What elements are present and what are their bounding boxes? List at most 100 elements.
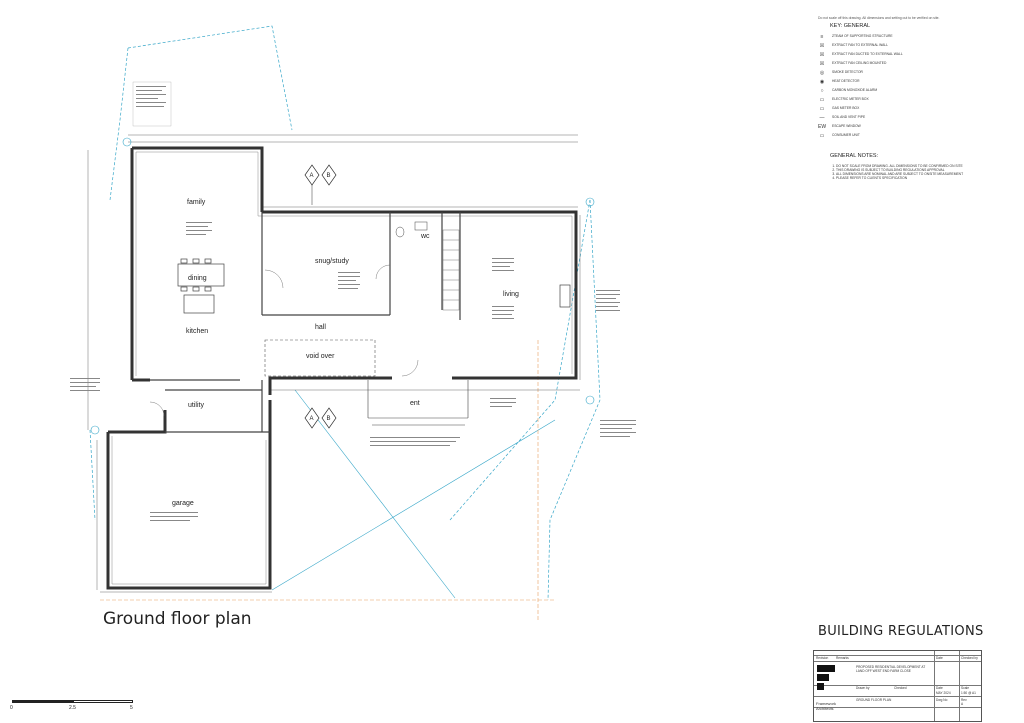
scale-tick-1: 2.5 (69, 705, 76, 711)
section-marker-b-bottom: B (327, 416, 331, 422)
tb-scale-label: Scale (961, 686, 969, 690)
key-header: KEY: GENERAL (830, 23, 871, 30)
key-item-text: EXTRACT FAN TO EXTERNAL WALL (832, 43, 888, 48)
key-list: ≡ ZTEAM OF SUPPORTING STRUCTURE ☒ EXTRACT F… (818, 34, 998, 139)
section-marker-bottom (304, 407, 337, 429)
general-notes: GENERAL NOTES: DO NOT SCALE FROM DRAWING… (818, 153, 998, 180)
tb-project: PROPOSED RESIDENTIAL DEVELOPMENT AT LAND… (856, 665, 926, 673)
key-item: ☒ EXTRACT FAN TO EXTERNAL WALL (818, 43, 998, 49)
annotation-text-bars (70, 86, 636, 521)
tb-checked-label: Checked (894, 686, 907, 690)
tb-rev-label: Rev (961, 698, 967, 702)
key-item-text: HEAT DETECTOR (832, 79, 860, 84)
key-item-text: CARBON MONOXIDE ALARM (832, 88, 878, 93)
key-item: ≡ ZTEAM OF SUPPORTING STRUCTURE (818, 34, 998, 40)
key-item: ◎ SMOKE DETECTOR (818, 70, 998, 76)
room-label-garage: garage (172, 500, 194, 507)
site-boundary (89, 25, 601, 601)
general-note-item: DO NOT SCALE FROM DRAWING. ALL DIMENSION… (836, 164, 998, 168)
key-symbol-icon: ▭ (819, 106, 825, 113)
key-symbol-icon: ≡ (820, 34, 824, 41)
key-symbol-icon: ▭ (819, 97, 825, 104)
fireplace (559, 284, 571, 308)
room-label-hall: hall (315, 324, 326, 331)
key-item-text: EXTRACT FAN DUCTED TO EXTERNAL WALL (832, 52, 903, 57)
door-swings (149, 264, 419, 417)
drawing-stage: BUILDING REGULATIONS (818, 624, 984, 639)
scale-tick-0: 0 (10, 705, 13, 711)
general-notes-header: GENERAL NOTES: (830, 153, 879, 160)
tb-date-label: Date (936, 686, 943, 690)
tb-date: MAY 2024 (936, 691, 951, 695)
room-label-dining: dining (188, 275, 207, 282)
room-label-utility: utility (188, 402, 204, 409)
key-item-text: ESCAPE WINDOW (832, 124, 861, 129)
room-label-family: family (187, 199, 206, 206)
company-logo (817, 665, 835, 691)
key-item: ☒ EXTRACT FAN CEILING MOUNTED (818, 61, 998, 67)
key-item-text: EXTRACT FAN CEILING MOUNTED (832, 61, 887, 66)
key-symbol-icon: ◎ (819, 70, 825, 77)
general-notes-list: DO NOT SCALE FROM DRAWING. ALL DIMENSION… (836, 164, 998, 180)
internal-walls (150, 212, 461, 433)
room-label-void: void over (306, 353, 335, 360)
key-panel: Do not scale off this drawing. All dimen… (818, 16, 998, 180)
wc-fittings (395, 221, 428, 238)
room-label-ent: ent (410, 400, 420, 407)
general-note-item: THIS DRAWING IS SUBJECT TO BUILDING REGU… (836, 168, 998, 172)
key-symbol-icon: ☒ (819, 52, 825, 59)
general-note-item: ALL DIMENSIONS ARE NOMINAL AND ARE SUBJE… (836, 172, 998, 176)
room-label-kitchen: kitchen (186, 328, 208, 335)
tb-rev: A (961, 702, 964, 706)
room-label-snug: snug/study (315, 258, 349, 265)
key-item-text: ELECTRIC METER BOX (832, 97, 869, 102)
kitchen-island (183, 294, 215, 314)
room-label-wc: wc (420, 233, 430, 240)
section-marker-b-top: B (327, 173, 331, 179)
void-over-outline (264, 339, 376, 377)
key-item: EW ESCAPE WINDOW (818, 124, 998, 130)
dimension-lines (87, 134, 581, 593)
tb-scale: 1:50 @ A1 (961, 691, 976, 695)
section-marker-a-top: A (310, 173, 314, 179)
key-item: —SOIL AND VENT PIPE (818, 115, 998, 121)
dining-table (177, 258, 225, 292)
key-item: ▭ ELECTRIC METER BOX (818, 97, 998, 103)
orange-setting-lines (100, 340, 555, 620)
tb-dwg-label: Dwg No (936, 698, 948, 702)
section-marker-top (304, 164, 337, 205)
grid-markers (90, 137, 595, 435)
key-intro-note: Do not scale off this drawing. All dimen… (818, 16, 940, 20)
key-symbol-icon: ☒ (819, 43, 825, 50)
drawing-title: Ground floor plan (103, 609, 252, 629)
key-item-text: SMOKE DETECTOR (832, 70, 863, 75)
room-label-living: living (503, 291, 519, 298)
tb-drawn-by-label: Drawn by (856, 686, 870, 690)
key-symbol-icon: ☒ (819, 61, 825, 68)
tb-checked-col-label: Checked by (961, 656, 978, 660)
diagonal-boundary (271, 389, 556, 599)
key-item-text: ZTEAM OF SUPPORTING STRUCTURE (832, 34, 893, 39)
general-note-item: PLEASE REFER TO CLIENTS SPECIFICATION (836, 176, 998, 180)
external-walls (106, 146, 578, 590)
tb-drawing-title: GROUND FLOOR PLAN (856, 698, 892, 702)
key-symbol-icon: ○ (820, 88, 824, 95)
key-symbol-icon: EW (818, 124, 827, 131)
key-item: ☒ EXTRACT FAN DUCTED TO EXTERNAL WALL (818, 52, 998, 58)
scale-bar: 0 2.5 5 (10, 700, 134, 712)
key-item: ▭CONSUMER UNIT (818, 133, 998, 139)
stair (442, 229, 460, 311)
key-symbol-icon: — (819, 115, 825, 122)
wall-hatch (111, 151, 573, 585)
title-block: Revision Remarks Date Checked by Framewo… (813, 650, 982, 722)
key-symbol-icon: ◉ (819, 79, 825, 86)
tb-date-col-label: Date (936, 656, 943, 660)
scale-tick-2: 5 (130, 705, 133, 711)
company-name: Framework Architects (816, 701, 837, 711)
key-item-text: GAS METER BOX (832, 106, 860, 111)
section-marker-a-bottom: A (310, 416, 314, 422)
key-item: ◉ HEAT DETECTOR (818, 79, 998, 85)
tb-remarks-label: Remarks (836, 656, 849, 660)
entrance-canopy (367, 380, 469, 426)
